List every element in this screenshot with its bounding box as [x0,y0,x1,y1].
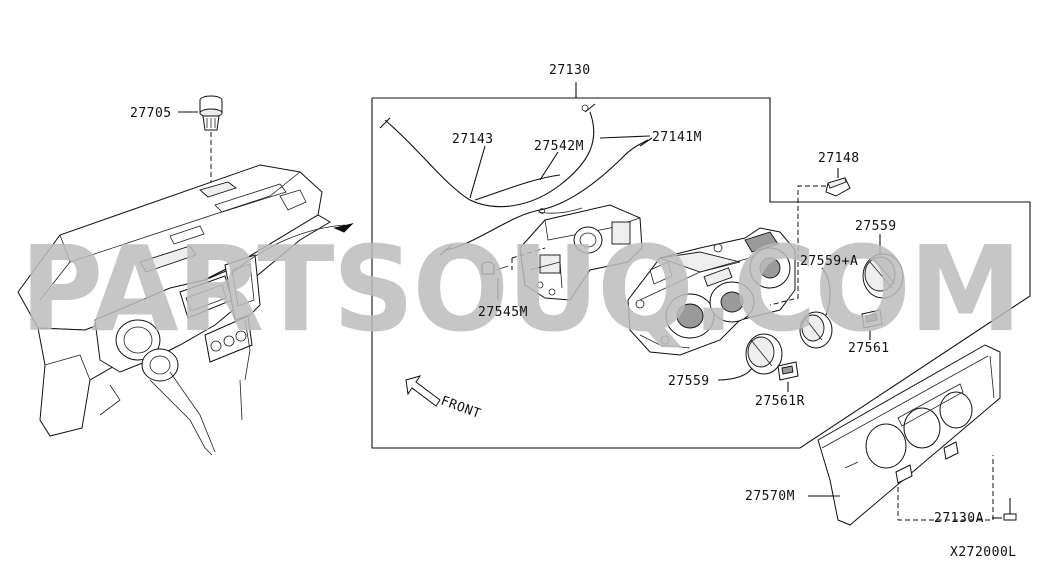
cables [379,103,653,256]
label-27130A: 27130A [934,511,984,526]
heater-control-unit [627,227,796,356]
button-27561 [861,309,883,340]
label-27561: 27561 [848,341,890,356]
clip-27148 [769,168,851,306]
bracket-27542M [511,204,643,301]
knob-27559A [799,267,833,349]
label-27559-mid: 27559 [668,374,710,389]
sensor-27705 [178,95,223,182]
drawing-code: X272000L [950,545,1017,560]
label-27141M: 27141M [652,130,702,145]
label-27130: 27130 [549,63,591,78]
label-27545M: 27545M [478,305,528,320]
label-27559-top: 27559 [855,219,897,234]
finisher-panel-27570M [808,344,1001,526]
label-27148: 27148 [818,151,860,166]
front-arrow [405,375,441,407]
leader-lines [469,135,651,199]
label-27570M: 27570M [745,489,795,504]
watermark-text: PARTSOUQ.COM [20,220,1020,358]
screw-27545M [481,261,509,300]
knob-27559-top [862,234,904,299]
screw-27130A [992,498,1017,521]
dashboard-illustration [17,164,354,456]
label-27705: 27705 [130,106,172,121]
label-27561R: 27561R [755,394,805,409]
label-27143: 27143 [452,132,494,147]
label-27542M: 27542M [534,139,584,154]
label-front: FRONT [439,394,483,422]
assembly-box [371,82,1031,449]
label-27559A: 27559+A [800,254,858,269]
knob-27559-mid [717,333,783,381]
button-27561R [777,361,799,392]
